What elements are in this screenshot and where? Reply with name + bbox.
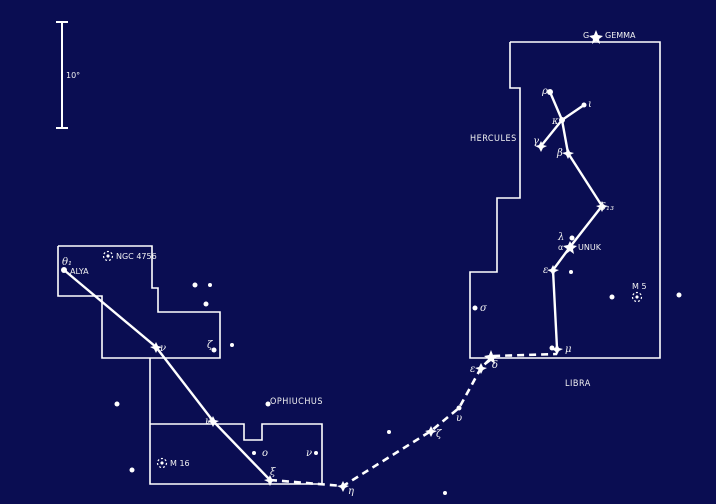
- stars: [61, 30, 682, 495]
- serpens-connection-line: [269, 352, 558, 488]
- star-delta13: [596, 201, 608, 212]
- region-hercules: HERCULES: [470, 134, 517, 144]
- label-nu: ν: [160, 343, 166, 354]
- label-beta: β: [556, 148, 563, 159]
- star-rho: [547, 89, 553, 95]
- cluster-m16-icon: [156, 457, 168, 469]
- star-epsilon: [547, 265, 559, 276]
- label-gemma: GEMMA: [605, 31, 636, 40]
- star-kappa: [559, 117, 565, 123]
- cluster-m5-icon: [631, 291, 643, 303]
- star-zeta-oph: [425, 426, 437, 437]
- label-ngc4756: NGC 4756: [116, 252, 157, 261]
- star-field-10: [230, 343, 234, 347]
- deep-sky-objects: [102, 250, 643, 469]
- star-eta: [150, 342, 162, 353]
- star-zeta2: [211, 347, 217, 353]
- star-delta: [484, 350, 498, 364]
- label-epsilon: ε: [543, 265, 548, 276]
- cluster-ngc4756-icon: [102, 250, 114, 262]
- scale-bar: 10°: [56, 21, 80, 129]
- star-field-3: [569, 270, 573, 274]
- scale-label: 10°: [66, 71, 80, 80]
- label-m16: M 16: [170, 459, 190, 468]
- label-sigma: σ: [480, 303, 488, 314]
- label-zeta2: ζ: [207, 340, 213, 351]
- star-omicron: [252, 451, 256, 455]
- star-field-7: [192, 282, 198, 288]
- label-theta: θ₁: [62, 257, 72, 268]
- star-field-12: [129, 467, 135, 473]
- star-field-6: [265, 401, 271, 407]
- label-m5: M 5: [632, 282, 647, 291]
- star-beta: [562, 148, 574, 159]
- label-kappa: κ: [551, 116, 559, 127]
- label-mu: μ: [565, 344, 572, 355]
- star-nu: [207, 416, 219, 427]
- star-gemma: [589, 30, 603, 44]
- star-field-11: [114, 401, 120, 407]
- region-libra: LIBRA: [565, 379, 591, 389]
- label-nu2-star: ν: [205, 416, 211, 427]
- label-rho: ρ: [541, 86, 548, 97]
- label-upsilon: υ: [456, 413, 462, 424]
- label-zeta: ζ: [436, 429, 442, 440]
- label-gemma-prefix: G: [583, 31, 589, 40]
- label-nu-field: ν: [306, 448, 312, 459]
- label-unuk: UNUK: [578, 243, 602, 252]
- label-epsilon2: ε: [470, 364, 475, 375]
- label-xi: ξ: [270, 467, 276, 478]
- label-lambda: λ: [557, 232, 564, 243]
- label-gamma: γ: [533, 136, 539, 147]
- star-field-4: [387, 430, 391, 434]
- label-delta: δ: [492, 360, 498, 371]
- star-field-9: [203, 301, 209, 307]
- star-eta-oph: [337, 481, 349, 492]
- star-theta: [61, 267, 67, 273]
- star-epsilon2: [475, 363, 487, 374]
- star-sigma: [472, 305, 478, 311]
- boundary-serpens-caput: [469, 41, 661, 359]
- boundary-serpens-cauda: [57, 245, 323, 485]
- star-field-5: [443, 491, 447, 495]
- star-field-2: [676, 292, 682, 298]
- star-field-8: [208, 283, 212, 287]
- label-eta: η: [348, 486, 354, 497]
- region-ophiuchus: OPHIUCHUS: [270, 397, 323, 407]
- star-iota: [581, 102, 587, 108]
- star-field-1: [609, 294, 615, 300]
- star-gamma: [535, 141, 547, 152]
- star-mu-2: [551, 344, 563, 355]
- star-nu2: [314, 451, 318, 455]
- serpens-cauda-figure: [63, 269, 271, 481]
- star-upsilon: [456, 405, 462, 411]
- label-alya: ALYA: [70, 267, 89, 276]
- serpens-caput-figure: [540, 91, 604, 349]
- label-omicron: ο: [262, 448, 268, 459]
- label-unuk-prefix: α: [558, 243, 563, 252]
- label-iota: ι: [588, 99, 592, 110]
- label-delta13: δ₁₃: [600, 202, 614, 213]
- star-xi: [264, 475, 276, 486]
- star-lambda: [569, 235, 575, 241]
- star-unuk: [563, 241, 577, 254]
